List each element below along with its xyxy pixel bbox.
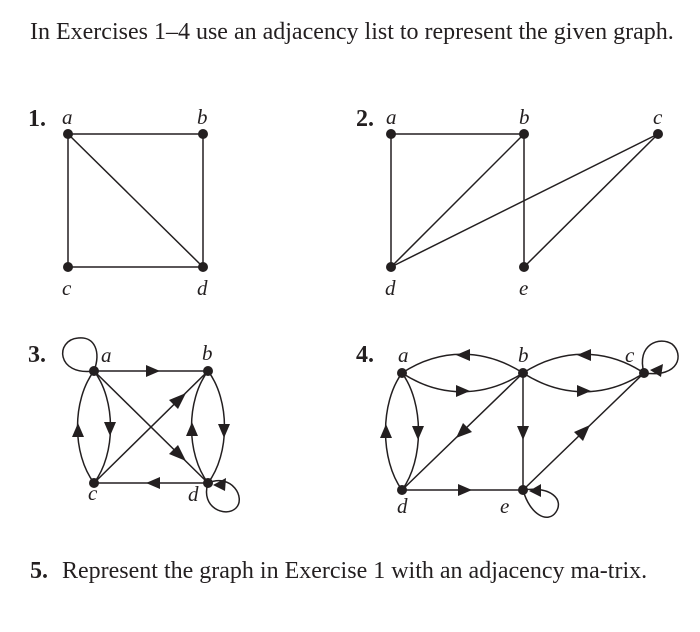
arrow-a-d [412, 426, 424, 440]
arrow-a-b [146, 365, 160, 377]
arrow-d-a [380, 424, 392, 438]
vertex-label-b: b [519, 105, 530, 129]
arrow-b-a [456, 349, 470, 361]
vertex-label-b: b [518, 343, 529, 367]
vertex-d [386, 262, 396, 272]
vertex-c [63, 262, 73, 272]
arrow-c-a [72, 423, 84, 437]
vertex-b [518, 368, 528, 378]
exercise-5-text: Represent the graph in Exercise 1 with a… [62, 558, 648, 584]
vertex-c [653, 129, 663, 139]
vertex-c [639, 368, 649, 378]
vertex-d [203, 478, 213, 488]
vertex-b [203, 366, 213, 376]
vertex-label-c: c [625, 343, 635, 367]
graph-3: 3. a b c d [28, 337, 241, 513]
vertex-a [63, 129, 73, 139]
edge-a-c [76, 370, 95, 484]
graph-4: 4. a b c [356, 340, 679, 518]
vertex-label-d: d [197, 276, 208, 300]
vertex-a [397, 368, 407, 378]
edge-c-e [523, 133, 659, 268]
vertex-a [89, 366, 99, 376]
vertex-label-c: c [88, 481, 98, 505]
exercise-1-number: 1. [28, 106, 46, 132]
arrow-loop-e [529, 484, 541, 497]
arrow-c-b [577, 349, 591, 361]
exercise-2-number: 2. [356, 106, 374, 132]
vertex-d [198, 262, 208, 272]
vertex-label-a: a [62, 105, 73, 129]
vertex-label-a: a [386, 105, 397, 129]
vertex-label-c: c [653, 105, 663, 129]
arrow-d-b [186, 422, 198, 436]
exercise-5-number: 5. [30, 558, 48, 584]
vertex-label-b: b [202, 341, 213, 365]
arrow-loop-d [213, 478, 226, 491]
loop-e [522, 488, 560, 518]
arrow-d-c [146, 477, 160, 489]
edge-c-d [390, 133, 659, 268]
vertex-label-d: d [188, 482, 199, 506]
loop-d [205, 480, 241, 513]
vertex-label-d: d [397, 494, 408, 518]
exercise-graphs: 1. a b c d 2. a b c d e 3. [28, 105, 679, 518]
vertex-b [198, 129, 208, 139]
arrow-b-d [456, 423, 472, 438]
arrow-e-c [574, 425, 590, 441]
arrow-a-d [169, 445, 186, 461]
vertex-d [397, 485, 407, 495]
vertex-label-a: a [101, 343, 112, 367]
vertex-c [89, 478, 99, 488]
arrow-a-b [456, 385, 470, 397]
arrow-a-c [104, 422, 116, 436]
edge-a-d [67, 133, 204, 268]
vertex-e [518, 485, 528, 495]
vertex-label-b: b [197, 105, 208, 129]
exercise-4-number: 4. [356, 342, 374, 368]
loop-a [62, 337, 98, 373]
vertex-e [519, 262, 529, 272]
vertex-label-c: c [62, 276, 72, 300]
arrow-b-d [218, 424, 230, 438]
graph-2: 2. a b c d e [356, 105, 663, 300]
arrow-b-e [517, 426, 529, 440]
exercise-5: 5. Represent the graph in Exercise 1 with… [30, 555, 680, 588]
graph-1: 1. a b c d [28, 105, 208, 300]
arrow-loop-c [650, 364, 663, 377]
vertex-a [386, 129, 396, 139]
loop-c [641, 340, 679, 375]
edge-b-d [390, 133, 525, 268]
intro-paragraph: In Exercises 1–4 use an adjacency list t… [30, 19, 674, 45]
vertex-b [519, 129, 529, 139]
vertex-label-e: e [519, 276, 528, 300]
arrow-c-b [169, 393, 186, 409]
vertex-label-e: e [500, 494, 509, 518]
vertex-label-d: d [385, 276, 396, 300]
edge-c-b [93, 370, 209, 484]
arrow-b-c [577, 385, 591, 397]
arrow-d-e [458, 484, 472, 496]
vertex-label-a: a [398, 343, 409, 367]
exercise-3-number: 3. [28, 342, 46, 368]
